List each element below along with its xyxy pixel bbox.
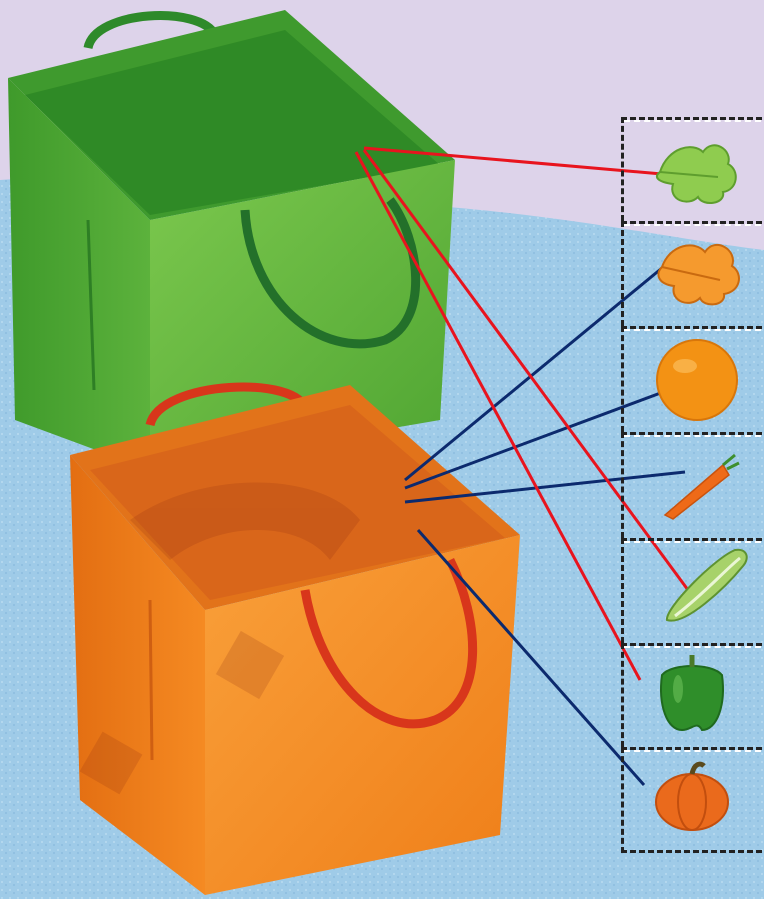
orange-bag-front <box>205 535 520 895</box>
pumpkin-icon[interactable] <box>655 761 729 831</box>
watermark <box>79 482 360 795</box>
orange-bag-left-side <box>70 455 205 895</box>
green-leaf-icon[interactable] <box>655 144 737 204</box>
answer-slot-2 <box>621 221 764 326</box>
green-bag-back-handle <box>83 11 220 50</box>
answer-slot-6 <box>621 643 764 747</box>
green-bag-front-handle <box>240 197 421 349</box>
green-bag-front <box>150 160 455 470</box>
orange-bag-front-handle <box>300 557 478 729</box>
answer-slot-7 <box>621 747 764 853</box>
orange-bag[interactable] <box>70 382 520 895</box>
orange-fruit-icon[interactable] <box>656 339 738 421</box>
cucumber-icon[interactable] <box>666 548 748 622</box>
match-line-green-leaf <box>363 146 663 176</box>
orange-bag-interior <box>90 405 505 600</box>
match-line-green-pepper <box>354 151 642 681</box>
green-bag-crease <box>86 219 96 391</box>
match-line-orange-leaf <box>404 266 663 482</box>
orange-bag-crease <box>148 599 154 761</box>
connecting-lines <box>354 146 690 786</box>
answer-slot-3 <box>621 326 764 432</box>
match-line-carrot <box>404 470 686 504</box>
answer-slot-1 <box>621 117 764 221</box>
green-bag[interactable] <box>8 10 455 470</box>
orange-leaf-icon[interactable] <box>657 244 740 306</box>
match-line-cucumber <box>362 149 690 591</box>
green-bag-interior <box>25 30 440 215</box>
carrot-icon[interactable] <box>663 453 740 520</box>
match-line-orange-fruit <box>404 383 683 490</box>
green-pepper-icon[interactable] <box>660 655 724 732</box>
match-line-pumpkin <box>416 529 646 786</box>
green-bag-left-side <box>8 78 150 470</box>
answer-slot-5 <box>621 538 764 643</box>
answer-slot-4 <box>621 432 764 538</box>
